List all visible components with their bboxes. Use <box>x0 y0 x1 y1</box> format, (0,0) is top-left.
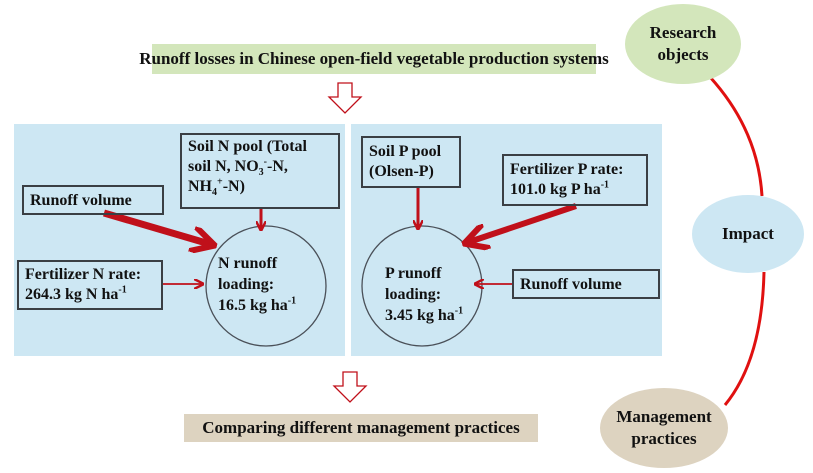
superscript: -1 <box>118 284 127 296</box>
text: NH <box>188 178 212 195</box>
research-objects-line2: objects <box>657 45 709 64</box>
title-banner: Runoff losses in Chinese open-field vege… <box>139 44 609 74</box>
fertilizer-p-box: Fertilizer P rate: 101.0 kg P ha-1 <box>502 154 648 206</box>
n-loading-label: N runoff loading: 16.5 kg ha-1 <box>218 253 296 316</box>
text: soil N, NO <box>188 158 259 175</box>
fertilizer-p-line2: 101.0 kg P ha-1 <box>510 180 640 200</box>
p-loading-line2: loading: <box>385 286 442 303</box>
text: -N) <box>222 178 245 195</box>
fertilizer-n-box: Fertilizer N rate: 264.3 kg N ha-1 <box>17 260 163 310</box>
text: 264.3 kg N ha <box>25 286 119 303</box>
superscript: -1 <box>454 305 464 317</box>
superscript: - <box>263 156 268 168</box>
p-loading-label: P runoff loading: 3.45 kg ha-1 <box>385 263 463 326</box>
runoff-volume-label: Runoff volume <box>30 192 132 209</box>
runoff-volume-p-box: Runoff volume <box>512 269 660 299</box>
soil-n-pool-box: Soil N pool (Total soil N, NO3--N, NH4+-… <box>180 133 340 209</box>
runoff-volume-n-box: Runoff volume <box>22 185 164 215</box>
superscript: + <box>217 176 223 188</box>
down-arrow-icon <box>327 82 363 114</box>
text: -N, <box>267 158 288 175</box>
management-line2: practices <box>631 429 697 448</box>
superscript: -1 <box>600 179 610 191</box>
soil-p-pool-line2: (Olsen-P) <box>369 163 434 180</box>
soil-n-pool-line3: NH4+-N) <box>188 176 332 199</box>
connector-impact-management <box>723 271 766 406</box>
impact-label: Impact <box>722 224 774 243</box>
p-loading-line3: 3.45 kg ha-1 <box>385 305 463 326</box>
text: 101.0 kg P ha <box>510 181 601 198</box>
fertilizer-n-line1: Fertilizer N rate: <box>25 266 142 283</box>
n-loading-line1: N runoff <box>218 255 278 272</box>
n-loading-line3: 16.5 kg ha-1 <box>218 295 296 316</box>
text: 3.45 kg ha <box>385 307 455 324</box>
research-objects-line1: Research <box>649 23 717 42</box>
connector-research-impact <box>708 75 764 197</box>
runoff-volume-label: Runoff volume <box>520 276 622 293</box>
soil-p-pool-line1: Soil P pool <box>369 143 442 160</box>
n-loading-line2: loading: <box>218 276 275 293</box>
soil-p-pool-box: Soil P pool (Olsen-P) <box>361 136 461 188</box>
conclusion-banner: Comparing different management practices <box>184 414 538 442</box>
soil-n-pool-line1: Soil N pool (Total <box>188 138 307 155</box>
soil-n-pool-line2: soil N, NO3--N, <box>188 156 332 179</box>
superscript: -1 <box>287 295 297 307</box>
subscript: 3 <box>258 167 264 179</box>
management-line1: Management <box>616 407 712 426</box>
subscript: 4 <box>212 187 217 199</box>
fertilizer-n-line2: 264.3 kg N ha-1 <box>25 285 155 305</box>
management-practices-node: Management practices <box>600 388 728 468</box>
fertilizer-p-line1: Fertilizer P rate: <box>510 161 624 178</box>
p-loading-line1: P runoff <box>385 265 442 282</box>
research-objects-node: Research objects <box>625 4 741 84</box>
down-arrow-icon <box>332 371 368 403</box>
text: 16.5 kg ha <box>218 297 288 314</box>
impact-node: Impact <box>692 195 804 273</box>
